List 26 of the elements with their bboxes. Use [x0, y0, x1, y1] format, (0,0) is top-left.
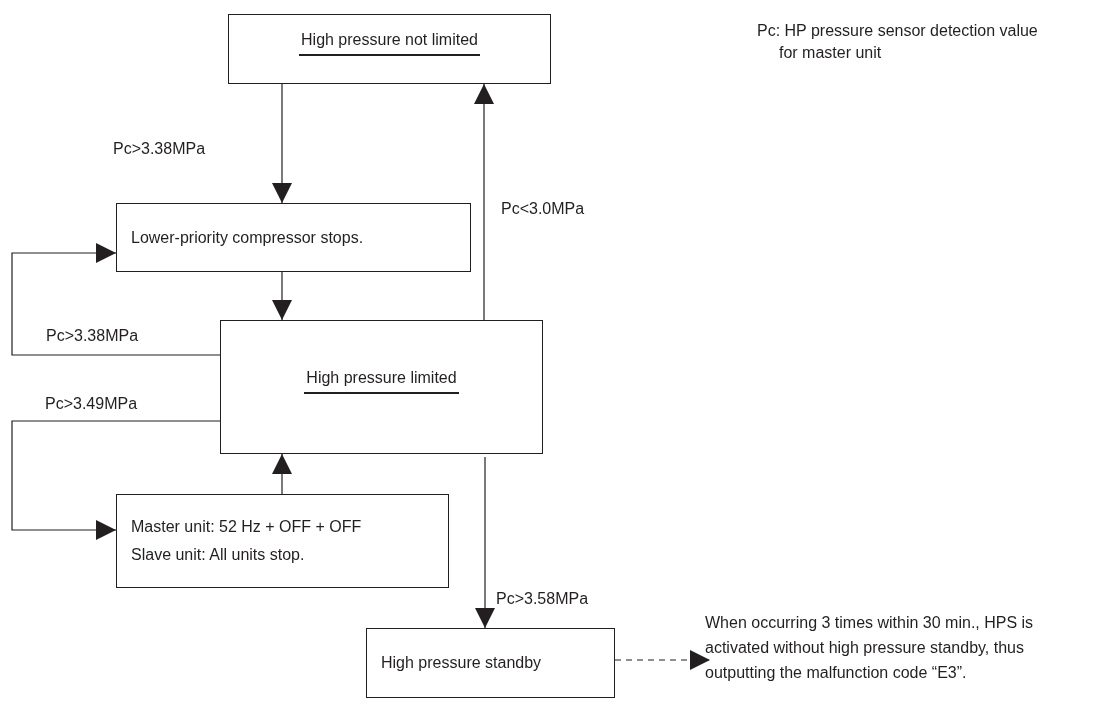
process-box	[116, 203, 471, 272]
note-text: When occurring 3 times within 30 min., HPS is activated without high pressure standby, thus outputting the malfunction code “E3”.	[705, 610, 1070, 685]
state-title: High pressure limited	[304, 364, 459, 394]
state-title: High pressure not limited	[299, 26, 480, 56]
edge-label: Pc>3.58MPa	[496, 589, 589, 609]
box-text: Master unit: 52 Hz + OFF + OFF	[131, 517, 362, 537]
edge-label: Pc>3.38MPa	[113, 139, 206, 159]
arrow	[474, 83, 494, 321]
arrow	[272, 271, 292, 321]
process-box	[228, 14, 551, 84]
arrow	[272, 453, 292, 495]
process-box	[220, 320, 543, 454]
arrow	[475, 456, 495, 629]
box-text: Lower-priority compressor stops.	[131, 227, 364, 248]
arrow	[11, 420, 221, 540]
edge-label: Pc>3.49MPa	[45, 394, 138, 414]
arrow	[272, 83, 292, 204]
edge-label: Pc>3.38MPa	[46, 326, 139, 346]
box-text: Slave unit: All units stop.	[131, 545, 305, 565]
edge-label: Pc<3.0MPa	[501, 199, 585, 219]
note-text: Pc: HP pressure sensor detection value for master unit	[757, 21, 1039, 63]
dashed-arrow	[614, 650, 711, 670]
box-text: High pressure standby	[381, 653, 542, 673]
arrow	[11, 243, 221, 356]
process-box	[366, 628, 615, 698]
process-box	[116, 494, 449, 588]
